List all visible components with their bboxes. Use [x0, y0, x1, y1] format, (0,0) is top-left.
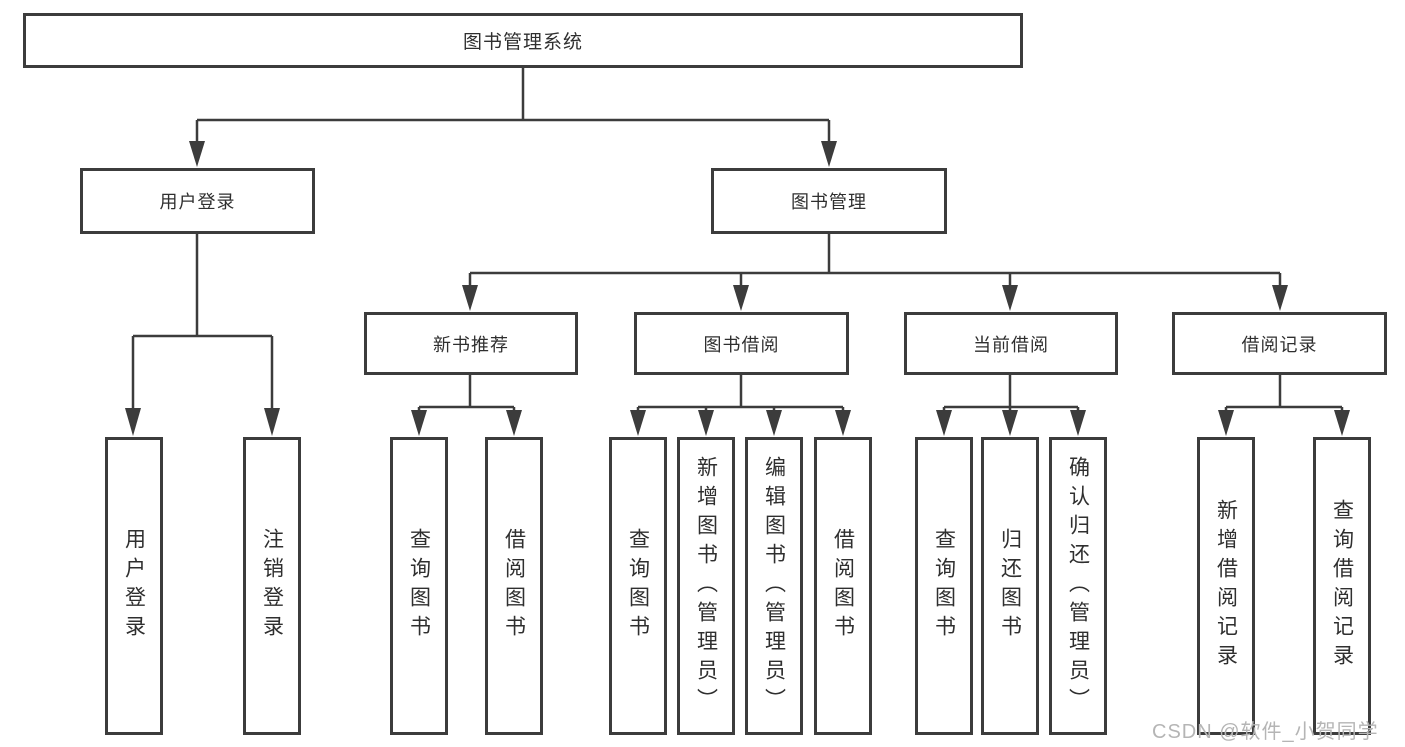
leaf-borrow-books-recommend: 借阅图书: [485, 437, 543, 735]
leaf-query-books-recommend: 查询图书: [390, 437, 448, 735]
node-new-book-recommendation: 新书推荐: [364, 312, 578, 375]
leaf-confirm-return-admin: 确认归还（管理员）: [1049, 437, 1107, 735]
node-current-borrowing: 当前借阅: [904, 312, 1118, 375]
leaf-query-borrow-record: 查询借阅记录: [1313, 437, 1371, 735]
arrowheads: [125, 141, 1350, 436]
leaf-query-books-current: 查询图书: [915, 437, 973, 735]
node-book-borrowing: 图书借阅: [634, 312, 849, 375]
node-book-management: 图书管理: [711, 168, 947, 234]
leaf-logout: 注销登录: [243, 437, 301, 735]
csdn-watermark: CSDN @软件_小贺同学: [1152, 721, 1379, 743]
connector-book-borrow-to-leaves: [636, 375, 845, 412]
node-borrowing-records: 借阅记录: [1172, 312, 1387, 375]
connector-user-login-to-leaves: [131, 234, 274, 410]
leaf-query-books-borrow: 查询图书: [609, 437, 667, 735]
connector-current-borrow-to-leaves: [942, 375, 1080, 412]
leaf-edit-books-admin: 编辑图书（管理员）: [745, 437, 803, 735]
node-root-library-management-system: 图书管理系统: [23, 13, 1023, 68]
connector-borrow-records-to-leaves: [1224, 375, 1344, 412]
connector-root-to-level2: [195, 68, 831, 146]
leaf-user-login: 用户登录: [105, 437, 163, 735]
connector-new-book-rec-to-leaves: [417, 375, 516, 412]
leaf-return-books: 归还图书: [981, 437, 1039, 735]
leaf-borrow-books: 借阅图书: [814, 437, 872, 735]
connector-book-mgmt-to-level3: [468, 234, 1282, 286]
leaf-add-borrow-record: 新增借阅记录: [1197, 437, 1255, 735]
leaf-add-books-admin: 新增图书（管理员）: [677, 437, 735, 735]
node-user-login: 用户登录: [80, 168, 315, 234]
